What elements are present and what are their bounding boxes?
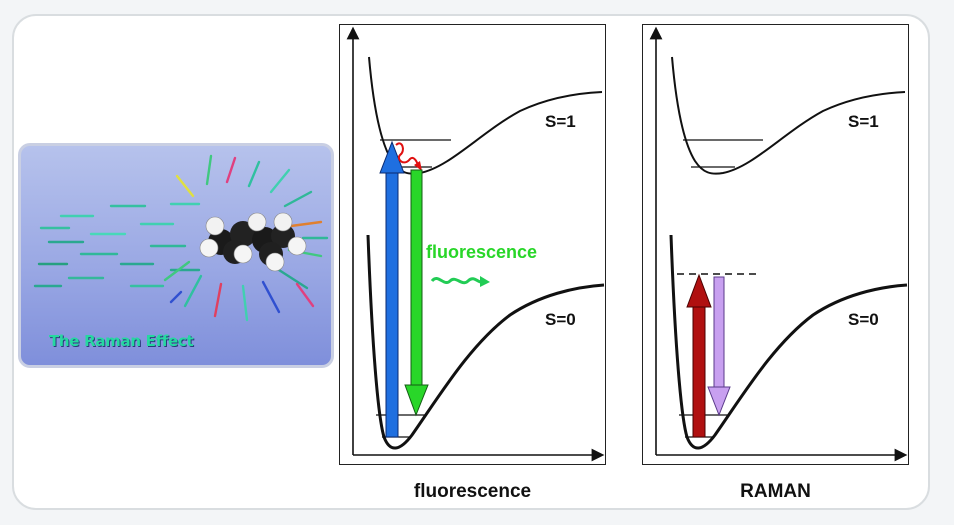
raman-diagram-graphic — [649, 26, 908, 462]
scattered-ray — [295, 282, 315, 308]
excited-state-curve — [671, 56, 906, 175]
scattered-ray — [183, 274, 203, 308]
raman-diagram: S=1 S=0 — [642, 24, 909, 465]
fluorescence-arrow — [404, 169, 429, 417]
scattered-ray — [225, 156, 237, 184]
raman-effect-title: The Raman Effect — [49, 332, 194, 350]
raman-scatter-arrow — [707, 276, 731, 417]
ground-state-curve — [366, 234, 605, 450]
raman-excitation-arrow — [686, 273, 712, 438]
excited-state-label: S=1 — [848, 112, 879, 131]
fluorescence-caption: fluorescence — [413, 481, 532, 502]
fluorescence-diagram-graphic — [346, 26, 605, 462]
fluorescence-annotation: fluorescence — [426, 242, 538, 262]
scattered-ray — [289, 220, 323, 228]
emitted-photon-squiggle — [430, 277, 483, 285]
scattered-ray — [213, 282, 223, 318]
relaxation-arrowhead — [414, 161, 422, 171]
ground-state-curve — [669, 234, 908, 450]
scattered-ray — [175, 174, 195, 198]
scattering-graphic — [33, 154, 329, 322]
excited-state-curve — [368, 56, 603, 175]
ground-state-label: S=0 — [545, 310, 576, 329]
scattered-ray — [269, 168, 291, 194]
scattered-ray — [205, 154, 213, 186]
raman-effect-illustration: The Raman Effect — [18, 143, 334, 368]
absorption-arrow — [379, 140, 405, 438]
molecule-icon — [199, 212, 307, 272]
scattered-ray — [163, 260, 191, 282]
scattered-ray — [261, 280, 281, 314]
raman-caption: RAMAN — [740, 481, 811, 502]
ground-state-label: S=0 — [848, 310, 879, 329]
scattered-ray — [277, 268, 309, 290]
scattered-ray — [169, 290, 183, 304]
relaxation-squiggle — [395, 142, 419, 168]
excited-state-label: S=1 — [545, 112, 576, 131]
scattered-ray — [247, 160, 261, 188]
emitted-photon-arrowhead — [480, 276, 490, 287]
scattered-ray — [283, 190, 313, 208]
scattered-ray — [241, 284, 249, 322]
fluorescence-diagram: S=1 S=0 fluorescence — [339, 24, 606, 465]
